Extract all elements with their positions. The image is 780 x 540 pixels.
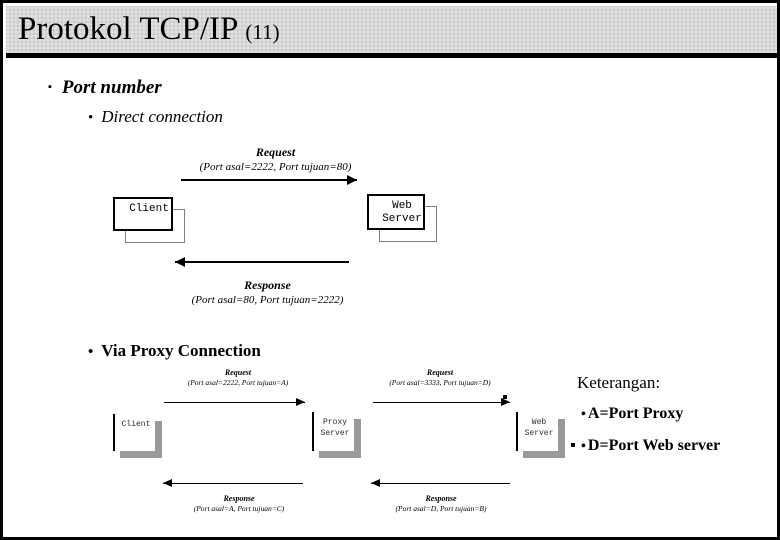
caption-response-direct-title: Response	[244, 278, 291, 292]
node-face	[516, 412, 558, 451]
caption-request-left-proxy: Request (Port asal=2222, Port tujuan=A)	[165, 368, 311, 388]
arrow-shaft	[163, 482, 303, 485]
page-title: Protokol TCP/IP (11)	[18, 7, 280, 54]
node-proxy-server: Proxy Server	[312, 412, 361, 458]
arrow-request-left-proxy	[164, 398, 305, 407]
node-client-direct: Client	[113, 197, 185, 243]
slide-title-bar: Protokol TCP/IP (11)	[6, 6, 777, 58]
arrow-response-direct	[175, 257, 349, 268]
round-bullet-icon: •	[581, 407, 586, 422]
arrow-request-direct	[181, 175, 357, 186]
node-web-server-direct: Web Server	[367, 194, 437, 242]
round-bullet-icon: •	[88, 344, 94, 360]
stray-tick-mark	[571, 443, 575, 447]
round-bullet-icon: •	[581, 439, 586, 454]
arrow-shaft	[175, 261, 349, 263]
legend-item-a: •A=Port Proxy	[577, 403, 720, 426]
caption-request-direct: Request (Port asal=2222, Port tujuan=80)	[163, 145, 388, 175]
caption-request-right-proxy-title: Request	[426, 368, 454, 377]
caption-response-right-proxy-sub: (Port asal=D, Port tujuan=B)	[395, 504, 487, 513]
square-bullet-icon: ▪	[48, 81, 52, 93]
bullet-port-number-label: Port number	[61, 77, 162, 98]
legend-item-d: •D=Port Web server	[577, 435, 720, 458]
node-client-direct-label: Client	[129, 203, 169, 215]
round-bullet-icon: •	[88, 110, 94, 126]
bullet-direct-connection-label: Direct connection	[101, 107, 223, 126]
legend-keterangan: Keterangan: •A=Port Proxy •D=Port Web se…	[577, 372, 720, 458]
arrow-response-right-proxy	[371, 479, 510, 488]
arrow-shaft	[181, 179, 357, 181]
caption-response-left-proxy-sub: (Port asal=A, Port tujuan=C)	[193, 504, 285, 513]
arrow-response-left-proxy	[163, 479, 303, 488]
arrow-head-icon	[371, 479, 380, 487]
caption-response-direct: Response (Port asal=80, Port tujuan=2222…	[155, 278, 380, 308]
arrow-request-right-proxy	[373, 398, 510, 407]
arrow-head-icon	[296, 398, 305, 406]
arrow-shaft	[373, 401, 510, 404]
stray-tick-mark	[503, 395, 507, 399]
bullet-via-proxy-connection: • Via Proxy Connection	[88, 341, 261, 361]
caption-response-left-proxy: Response (Port asal=A, Port tujuan=C)	[166, 494, 312, 514]
node-face	[312, 412, 354, 451]
node-face	[113, 197, 173, 231]
legend-item-a-label: A=Port Proxy	[587, 405, 684, 422]
arrow-head-icon	[163, 479, 172, 487]
legend-heading: Keterangan:	[577, 373, 661, 392]
arrow-head-icon	[175, 257, 185, 267]
node-web-server-direct-label: Web Server	[382, 200, 422, 225]
caption-response-direct-sub: (Port asal=80, Port tujuan=2222)	[191, 294, 344, 306]
page-title-main: Protokol TCP/IP	[18, 11, 238, 47]
bullet-direct-connection: • Direct connection	[88, 107, 223, 127]
bullet-port-number: ▪ Port number	[48, 77, 162, 99]
legend-item-d-label: D=Port Web server	[587, 437, 721, 454]
caption-request-left-proxy-sub: (Port asal=2222, Port tujuan=A)	[187, 378, 289, 387]
page-title-suffix: (11)	[245, 20, 280, 44]
arrow-shaft	[371, 482, 510, 485]
caption-request-direct-sub: (Port asal=2222, Port tujuan=80)	[199, 161, 352, 173]
arrow-head-icon	[347, 175, 357, 185]
arrow-head-icon	[501, 398, 510, 406]
node-client-proxy: Client	[113, 414, 162, 458]
caption-request-direct-title: Request	[255, 145, 296, 159]
node-face	[367, 194, 425, 230]
node-web-server-proxy-label: Web Server	[524, 418, 554, 438]
caption-request-right-proxy-sub: (Port asal=3333, Port tujuan=D)	[389, 378, 491, 387]
node-face	[113, 414, 155, 451]
bullet-via-proxy-connection-label: Via Proxy Connection	[101, 341, 261, 360]
node-client-proxy-label: Client	[121, 420, 151, 429]
node-proxy-server-label: Proxy Server	[320, 418, 350, 438]
caption-request-left-proxy-title: Request	[224, 368, 252, 377]
node-web-server-proxy: Web Server	[516, 412, 565, 458]
arrow-shaft	[164, 401, 305, 404]
caption-response-right-proxy-title: Response	[425, 494, 457, 503]
caption-response-right-proxy: Response (Port asal=D, Port tujuan=B)	[366, 494, 516, 514]
caption-request-right-proxy: Request (Port asal=3333, Port tujuan=D)	[365, 368, 515, 388]
caption-response-left-proxy-title: Response	[223, 494, 255, 503]
